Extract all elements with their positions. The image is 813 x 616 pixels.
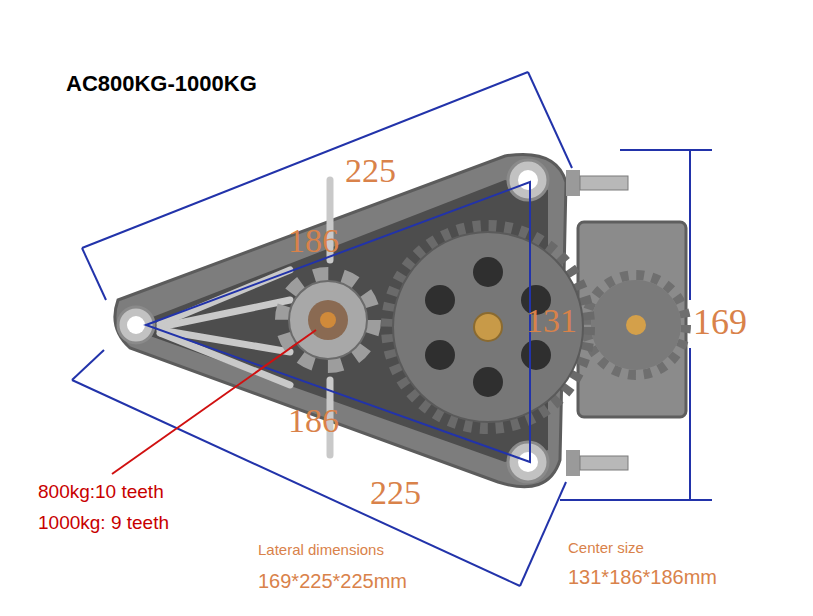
dimension-value: 131 [526,302,577,339]
sprocket-hub [308,300,348,340]
big-gear [393,232,583,422]
title: AC800KG-1000KG [66,72,257,96]
mount-hole [508,160,548,200]
housing [115,154,566,486]
motor-gear-hub [626,315,646,335]
big-gear-teeth [387,226,589,428]
dimension-value: 186 [288,402,339,439]
motor-gear [591,280,681,370]
callout-text: 800kg:10 teeth [36,482,166,503]
sprocket-teeth [282,274,374,366]
big-gear-hub [474,313,502,341]
mount-hole [518,170,538,190]
leader-line [112,330,316,474]
dimension-value: 169 [693,303,747,343]
sprocket-shaft [320,312,336,328]
caption-heading: Center size [566,540,646,557]
caption-value: 169*225*225mm [256,570,409,592]
caption-heading: Lateral dimensions [256,542,386,559]
motor-gear-teeth [586,275,686,375]
caption-value: 131*186*186mm [566,566,719,588]
sprocket [289,281,367,359]
dimension-value: 225 [368,474,423,511]
dimension-value: 186 [288,222,339,259]
dimension-value: 225 [345,152,396,189]
callout-text: 1000kg: 9 teeth [36,513,171,534]
mount-hole [127,316,145,334]
dimension-lines [72,72,712,586]
